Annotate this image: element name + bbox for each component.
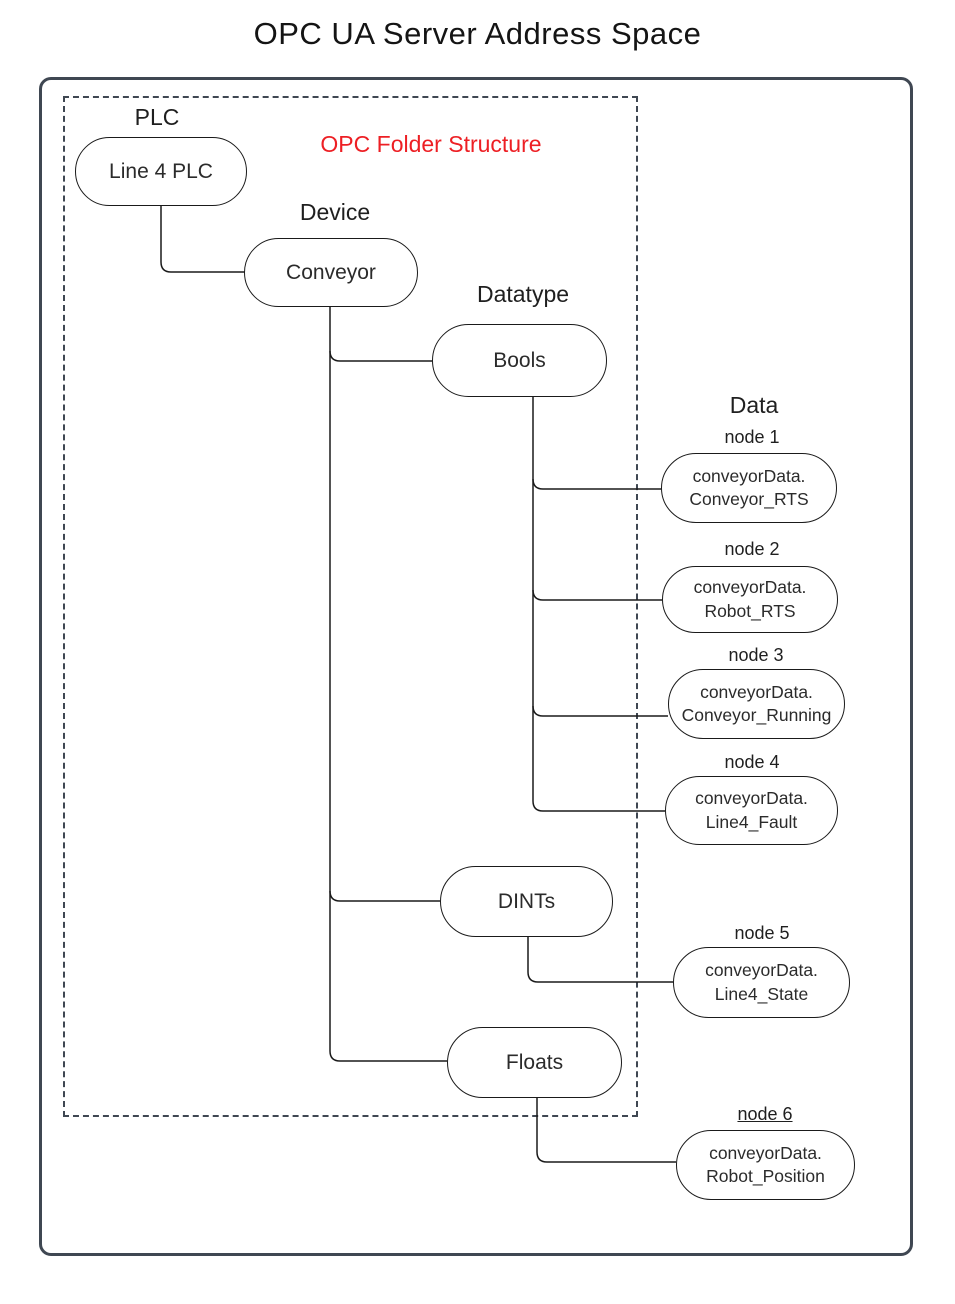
data-node-5-label: node 5 [734,923,790,943]
opc-folder-structure-frame [63,96,638,1117]
data-node-4-label: node 4 [724,752,780,772]
data-node-2-line2: Robot_RTS [704,600,796,621]
folder-node-floats: Floats [447,1027,622,1098]
data-node-3: conveyorData. Conveyor_Running [668,669,845,739]
data-node-6-label: node 6 [737,1104,793,1124]
edge-dints-to-node5 [527,937,673,983]
folder-node-bools: Bools [432,324,607,397]
diagram-title: OPC UA Server Address Space [253,16,702,51]
address-space-frame [39,77,913,1256]
folder-node-conveyor: Conveyor [244,238,418,307]
data-node-2-label: node 2 [724,539,780,559]
edge-conveyor-trunk [329,307,447,1062]
column-heading-plc: PLC [134,104,180,130]
data-node-4-line2: Line4_Fault [705,811,798,832]
data-node-4-line1: conveyorData. [695,788,808,809]
edge-bools-to-node2 [532,589,662,601]
column-heading-datatype: Datatype [476,281,570,307]
data-node-1-line1: conveyorData. [692,465,806,486]
column-heading-device: Device [299,199,371,225]
edge-conveyor-to-dints [329,890,440,902]
data-node-1-label: node 1 [724,427,780,447]
data-node-1: conveyorData. Conveyor_RTS [661,453,837,523]
data-node-2-line1: conveyorData. [693,577,807,598]
data-node-4: conveyorData. Line4_Fault [665,776,838,845]
edge-floats-to-node6 [536,1098,676,1163]
data-node-3-line1: conveyorData. [700,681,813,702]
data-node-5-line2: Line4_State [714,983,809,1004]
data-node-6: conveyorData. Robot_Position [676,1130,855,1200]
data-node-5-line1: conveyorData. [705,960,818,981]
edge-plc-to-conveyor [160,206,245,273]
data-node-6-line2: Robot_Position [706,1166,825,1186]
edge-bools-trunk [532,397,665,812]
edge-bools-to-node1 [532,478,661,490]
data-node-3-line2: Conveyor_Running [681,705,832,725]
data-node-3-label: node 3 [728,645,784,665]
data-node-1-line2: Conveyor_RTS [689,489,809,509]
data-node-6-line1: conveyorData. [709,1142,822,1163]
data-node-2: conveyorData. Robot_RTS [662,566,838,633]
edge-conveyor-to-bools [329,350,432,362]
folder-node-line4plc: Line 4 PLC [75,137,247,206]
folder-node-dints: DINTs [440,866,613,937]
data-node-5: conveyorData. Line4_State [673,947,850,1018]
edge-bools-to-node3 [532,705,668,717]
column-heading-data: Data [729,392,779,418]
opc-folder-structure-label: OPC Folder Structure [320,131,542,157]
